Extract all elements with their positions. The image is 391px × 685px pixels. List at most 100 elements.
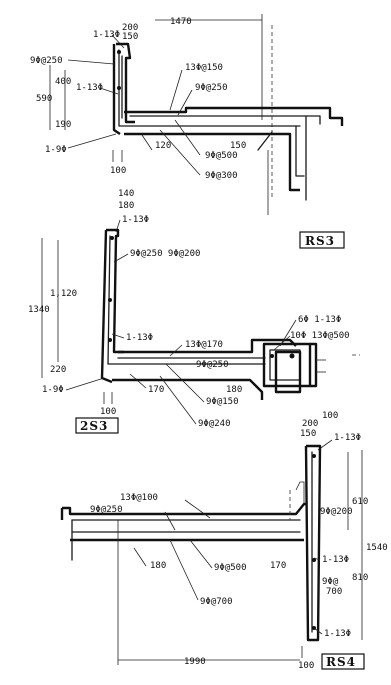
h-lower2-label: 700 bbox=[326, 587, 342, 597]
haunch-bar-label: 9Φ@500 bbox=[205, 151, 238, 161]
top-bar-label: 1-13Φ bbox=[122, 215, 149, 225]
edge-beam bbox=[262, 342, 312, 388]
parapet-outer-face bbox=[112, 44, 121, 135]
haunch-label: 180 bbox=[226, 385, 242, 395]
section-tag: RS4 bbox=[326, 655, 356, 669]
section-rs4: 200 150 100 1-13Φ 1540 610 9Φ@200 1-13Φ … bbox=[60, 411, 388, 671]
haunch-line bbox=[257, 131, 273, 151]
width-dim-label: 1990 bbox=[184, 657, 206, 667]
section-2s3: 140 180 1-13Φ 9Φ@250 9Φ@200 1340 1,120 2… bbox=[28, 189, 360, 434]
rebar-dot bbox=[108, 338, 112, 342]
main-bar-leader bbox=[169, 344, 183, 357]
main-bar-label: 13Φ@100 bbox=[120, 493, 158, 503]
slope-arrow bbox=[133, 547, 147, 567]
bottom-main-leader bbox=[169, 539, 199, 601]
rebar-dot bbox=[289, 353, 295, 359]
h-total-label: 1540 bbox=[366, 543, 388, 553]
rebar-dot bbox=[108, 298, 112, 302]
bottom-main-label: 9Φ@700 bbox=[200, 597, 233, 607]
bottom-main-leader bbox=[159, 375, 197, 425]
box-bar-label: 6Φ 1-13Φ bbox=[298, 315, 341, 325]
stirrup bbox=[269, 349, 301, 381]
bottom-dim-label: 100 bbox=[100, 407, 116, 417]
top-width-label: 200 bbox=[302, 419, 318, 429]
top-bar-leader bbox=[111, 34, 125, 49]
section-tag: RS3 bbox=[305, 234, 335, 248]
top-bar-label: 1-13Φ bbox=[93, 30, 120, 40]
width-dim-label: 1470 bbox=[170, 17, 192, 27]
slope-arrow bbox=[141, 134, 153, 151]
bottom-main-label: 9Φ@300 bbox=[205, 171, 238, 181]
slab-top bbox=[118, 338, 297, 354]
bottom-main-leader bbox=[159, 129, 201, 176]
box-bar2-label: 10Φ 13Φ@500 bbox=[290, 331, 350, 341]
wall-bar-label: 9Φ@200 bbox=[320, 507, 353, 517]
rebar-dot bbox=[270, 354, 274, 358]
h-total-label: 590 bbox=[36, 94, 52, 104]
wall-outer-face bbox=[100, 229, 113, 384]
dist-bar-label: 9Φ@250 bbox=[90, 505, 123, 515]
slope-label: 180 bbox=[150, 561, 166, 571]
wall bbox=[304, 444, 322, 642]
tag-box bbox=[299, 231, 345, 249]
h-total-label: 1340 bbox=[28, 305, 50, 315]
haunch-bar-leader bbox=[165, 363, 205, 403]
h-lower-label: 190 bbox=[55, 120, 71, 130]
side-bar-label: 9Φ@250 bbox=[30, 56, 63, 66]
bar-mid-leader bbox=[313, 557, 321, 561]
top-width2-label: 150 bbox=[122, 32, 138, 42]
top-width-label: 200 bbox=[122, 23, 138, 33]
slope-label: 120 bbox=[155, 141, 171, 151]
bar-mid-label: 1-13Φ bbox=[76, 83, 103, 93]
bar-mid-label: 1-13Φ bbox=[126, 333, 153, 343]
rebar-dot bbox=[312, 454, 316, 458]
mid-dim-label: 170 bbox=[270, 561, 286, 571]
parapet-rebar bbox=[118, 49, 301, 127]
rebar-dot bbox=[110, 236, 114, 240]
haunch-label: 150 bbox=[230, 141, 246, 151]
bar-mid-leader bbox=[99, 87, 119, 95]
bottom-bar-leader bbox=[65, 377, 105, 391]
main-bar-leader bbox=[184, 499, 211, 519]
top-width2-label: 180 bbox=[118, 201, 134, 211]
rebar-dot bbox=[117, 50, 121, 54]
top-width2-label: 150 bbox=[300, 429, 316, 439]
top-width-label: 140 bbox=[118, 189, 134, 199]
box-bar2-leader bbox=[273, 335, 291, 351]
rebar-dot bbox=[312, 558, 316, 562]
tag-box bbox=[321, 653, 365, 670]
tag-box bbox=[75, 417, 119, 434]
wall-rebar bbox=[107, 235, 266, 365]
haunch-bar-label: 9Φ@150 bbox=[206, 397, 239, 407]
wall-inner-face bbox=[106, 228, 124, 354]
bottom-bar-leader bbox=[67, 133, 117, 149]
h-lower-label: 810 bbox=[352, 573, 368, 583]
bar-mid-leader bbox=[111, 333, 125, 339]
dist-bar-label: 9Φ@250 bbox=[196, 360, 229, 370]
bottom-bar-leader bbox=[313, 627, 323, 635]
bottom-bar-label: 1-9Φ bbox=[45, 145, 67, 155]
slab-bottom bbox=[124, 132, 300, 192]
section-tag: 2S3 bbox=[80, 419, 108, 433]
main-bar-leader bbox=[169, 69, 183, 111]
top-bar-label: 1-13Φ bbox=[334, 433, 361, 443]
main-bar-label: 13Φ@150 bbox=[185, 63, 223, 73]
bottom-main-label: 9Φ@240 bbox=[198, 419, 231, 429]
side-bar-label: 9Φ@ bbox=[322, 577, 339, 587]
edge-beam-lip bbox=[310, 342, 318, 388]
slab-top bbox=[124, 106, 344, 126]
dist-bar-label: 9Φ@250 bbox=[195, 83, 228, 93]
bar-mid-label: 1-13Φ bbox=[322, 555, 349, 565]
edge-beam-rebar bbox=[295, 125, 305, 177]
box-bar-leader bbox=[279, 319, 297, 347]
mid-bar-label: 9Φ@500 bbox=[214, 563, 247, 573]
slope-label: 170 bbox=[148, 385, 164, 395]
bottom-dim-label: 100 bbox=[298, 661, 314, 671]
dist-bar-leader bbox=[177, 89, 193, 116]
wall-bar-label: 9Φ@250 9Φ@200 bbox=[130, 249, 200, 259]
section-rs3: 1470 200 150 1-13Φ 9Φ@250 400 590 1-13Φ … bbox=[30, 14, 345, 249]
main-bar-label: 13Φ@170 bbox=[185, 340, 223, 350]
wall-top-step bbox=[295, 481, 305, 504]
h-upper-label: 1,120 bbox=[50, 289, 77, 299]
haunch-bar-leader bbox=[174, 119, 201, 156]
